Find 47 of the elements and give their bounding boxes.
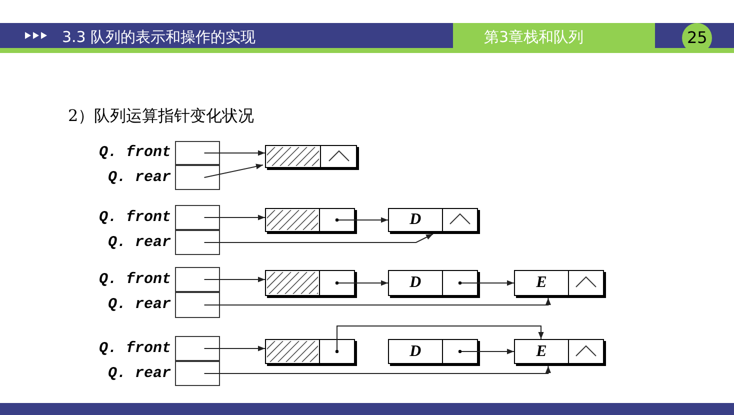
pointer-arrow [204, 214, 266, 220]
pointer-cell [175, 292, 220, 318]
data-value: E [536, 344, 547, 360]
pointer-cell [175, 230, 220, 255]
section-heading: 2）队列运算指针变化状况 [68, 106, 254, 127]
pointer-label: Q. front [98, 210, 171, 224]
pointer-arrow [336, 326, 544, 352]
data-value: D [410, 212, 422, 228]
pointer-cell [175, 141, 220, 165]
pointer-cell [175, 267, 220, 292]
head-node [265, 145, 357, 168]
list-node [388, 339, 478, 364]
list-node [388, 270, 478, 296]
pointer-label: Q. rear [106, 366, 171, 380]
list-node [514, 339, 604, 364]
pointer-cell [175, 165, 220, 190]
pointer-arrow [204, 276, 266, 282]
pointer-arrow [204, 298, 551, 306]
pointer-label: Q. front [98, 272, 171, 286]
pointer-arrow [336, 280, 388, 286]
pointer-cell [175, 361, 220, 386]
pointer-arrow [204, 234, 434, 243]
head-node [265, 339, 355, 364]
pointer-arrow [204, 150, 266, 156]
page-number: 25 [687, 28, 708, 47]
data-value: D [410, 275, 422, 291]
pointer-arrow [204, 366, 551, 374]
list-node [514, 270, 604, 296]
data-value: E [536, 275, 547, 291]
pointer-arrow [460, 280, 514, 286]
pointer-cell [175, 205, 220, 230]
pointer-label: Q. front [98, 340, 171, 356]
pointer-arrow [204, 346, 266, 352]
head-node [265, 270, 355, 296]
pointer-arrow [460, 348, 514, 354]
list-node [388, 208, 478, 232]
pointer-arrow [204, 164, 264, 178]
head-node [265, 208, 355, 232]
pointer-cell [175, 336, 220, 361]
pointer-label: Q. rear [106, 297, 171, 312]
pointer-arrow [336, 217, 388, 223]
pointer-label: Q. front [98, 145, 171, 160]
pointer-label: Q. rear [106, 234, 171, 250]
chapter-title: 第3章栈和队列 [484, 28, 584, 47]
pointer-label: Q. rear [106, 170, 171, 184]
header-title: 3.3 队列的表示和操作的实现 [62, 28, 256, 47]
data-value: D [410, 344, 422, 360]
